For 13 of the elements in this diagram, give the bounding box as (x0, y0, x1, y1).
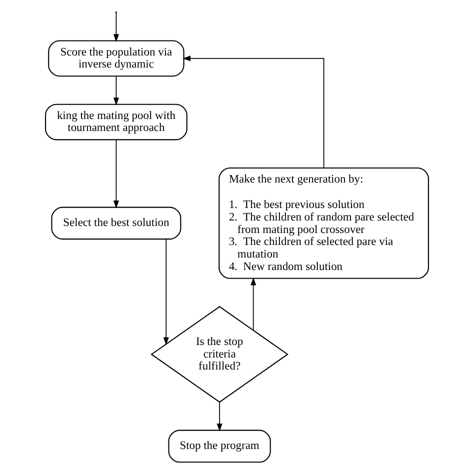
arrow (216, 402, 222, 432)
arrow (113, 12, 119, 42)
node-box: Score the population via inverse dynamic (48, 40, 184, 77)
node-box: king the mating pool with tournament approach (45, 104, 188, 140)
node-box: Make the next generation by: 1. The best previous solution 2. The children of random pare selected from mating pool crossover 3. The children of selected pare via mutation 4. New random solution (218, 167, 429, 279)
node-diamond: Is the stop criteria fulfilled? (150, 306, 288, 403)
arrow (182, 56, 324, 168)
node-box: Select the best solution (51, 206, 182, 240)
arrow (250, 277, 256, 331)
node-box: Stop the program (168, 430, 271, 463)
arrow (113, 139, 119, 209)
arrow (113, 76, 119, 106)
arrow (163, 238, 169, 346)
